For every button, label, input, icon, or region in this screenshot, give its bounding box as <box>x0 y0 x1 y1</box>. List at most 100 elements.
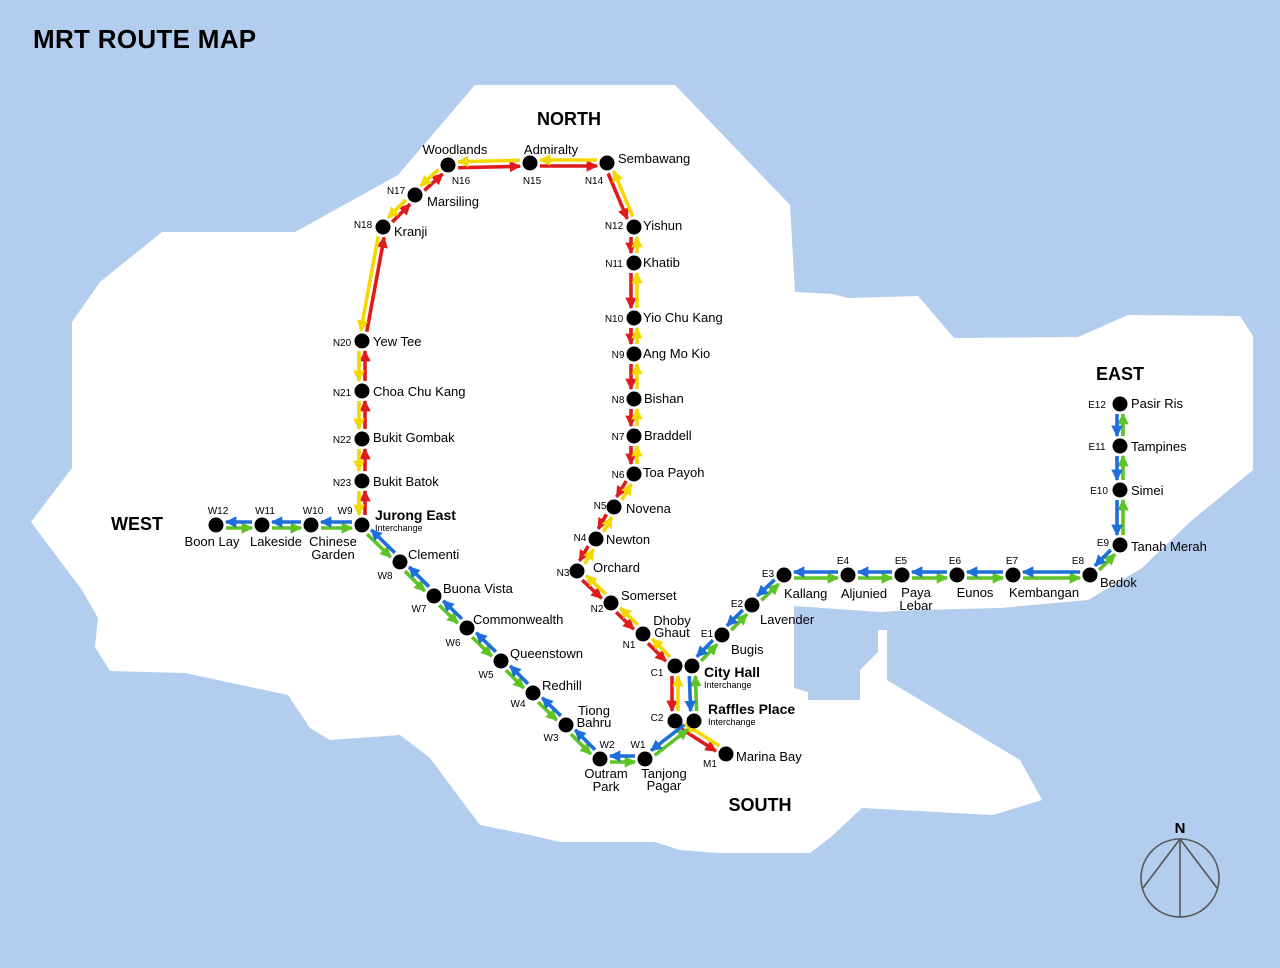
station-dot-e4[interactable] <box>840 567 856 583</box>
station-code-w2: W2 <box>600 740 615 751</box>
station-dot-e9[interactable] <box>1112 537 1128 553</box>
route-segment <box>541 696 563 718</box>
route-segment <box>760 582 780 602</box>
station-dot-n5[interactable] <box>606 499 622 515</box>
station-code-c2: C2 <box>651 713 664 724</box>
route-segment <box>684 676 697 713</box>
station-dot-n14[interactable] <box>599 155 615 171</box>
region-south: SOUTH <box>729 795 792 815</box>
station-dot-m1[interactable] <box>718 746 734 762</box>
station-dot-n10[interactable] <box>626 310 642 326</box>
station-code-n11: N11 <box>605 259 623 270</box>
station-dot-e5[interactable] <box>894 567 910 583</box>
station-dot-n6[interactable] <box>626 466 642 482</box>
station-dot-n15[interactable] <box>522 155 538 171</box>
route-segment <box>1093 548 1113 568</box>
station-note-c2: Interchange <box>708 717 756 727</box>
station-dot-e11[interactable] <box>1112 438 1128 454</box>
station-name-n15: Admiralty <box>524 142 579 157</box>
station-name-n20: Yew Tee <box>373 334 421 349</box>
station-dot-c2b[interactable] <box>686 713 702 729</box>
route-segment <box>536 700 558 722</box>
station-dot-e3[interactable] <box>776 567 792 583</box>
station-code-w6: W6 <box>446 638 461 649</box>
station-name-n12: Yishun <box>643 218 682 233</box>
station-dot-e6[interactable] <box>949 567 965 583</box>
route-segment <box>725 608 745 628</box>
station-dot-e12[interactable] <box>1112 396 1128 412</box>
station-dot-e1[interactable] <box>714 627 730 643</box>
route-segment <box>646 641 668 663</box>
station-name-e3: Kallang <box>784 586 827 601</box>
station-dot-n3[interactable] <box>569 563 585 579</box>
station-dot-w5[interactable] <box>493 653 509 669</box>
station-dot-n23[interactable] <box>354 473 370 489</box>
route-segment <box>1097 552 1117 572</box>
station-dot-c2a[interactable] <box>667 713 683 729</box>
route-segment <box>580 578 603 600</box>
station-dot-n21[interactable] <box>354 383 370 399</box>
station-code-n6: N6 <box>612 470 625 481</box>
station-name-e4: Aljunied <box>841 586 887 601</box>
station-code-n8: N8 <box>612 395 625 406</box>
station-dot-e2[interactable] <box>744 597 760 613</box>
station-name-e11: Tampines <box>1131 439 1187 454</box>
route-lines <box>224 154 1129 768</box>
station-code-e2: E2 <box>731 599 744 610</box>
station-name-e1: Bugis <box>731 642 764 657</box>
station-dot-n22[interactable] <box>354 431 370 447</box>
station-name-n7: Braddell <box>644 428 692 443</box>
station-dot-n2[interactable] <box>603 595 619 611</box>
station-dot-n12[interactable] <box>626 219 642 235</box>
station-dot-w11[interactable] <box>254 517 270 533</box>
station-note-w9: Interchange <box>375 523 423 533</box>
island-landmass <box>31 85 1253 853</box>
route-segment <box>606 172 630 221</box>
station-dot-n1[interactable] <box>635 626 651 642</box>
station-dot-c1a[interactable] <box>667 658 683 674</box>
station-code-e12: E12 <box>1088 400 1106 411</box>
route-segment <box>585 574 608 596</box>
station-name-n18: Kranji <box>394 224 427 239</box>
station-code-w3: W3 <box>544 733 559 744</box>
route-segment <box>508 664 530 686</box>
station-name-w6: Commonwealth <box>473 612 563 627</box>
station-dot-e7[interactable] <box>1005 567 1021 583</box>
station-code-e10: E10 <box>1090 486 1108 497</box>
station-dot-w8[interactable] <box>392 554 408 570</box>
station-dot-n7[interactable] <box>626 428 642 444</box>
station-code-w12: W12 <box>208 506 229 517</box>
region-west: WEST <box>111 514 163 534</box>
station-name-e9: Tanah Merah <box>1131 539 1207 554</box>
station-code-e6: E6 <box>949 556 962 567</box>
station-dot-e10[interactable] <box>1112 482 1128 498</box>
station-name-m1: Marina Bay <box>736 749 802 764</box>
station-dot-w10[interactable] <box>303 517 319 533</box>
route-segment <box>370 528 397 555</box>
station-dot-n4[interactable] <box>588 531 604 547</box>
station-dot-w6[interactable] <box>459 620 475 636</box>
station-dot-n17[interactable] <box>407 187 423 203</box>
station-dot-w1[interactable] <box>637 751 653 767</box>
station-dot-e8[interactable] <box>1082 567 1098 583</box>
station-dot-n16[interactable] <box>440 157 456 173</box>
station-dot-w4[interactable] <box>525 685 541 701</box>
station-dot-w9[interactable] <box>354 517 370 533</box>
station-dot-n8[interactable] <box>626 391 642 407</box>
station-dot-n11[interactable] <box>626 255 642 271</box>
route-segment <box>386 198 408 220</box>
station-code-n5: N5 <box>594 501 607 512</box>
station-dot-w12[interactable] <box>208 517 224 533</box>
station-name-w11: Lakeside <box>250 534 302 549</box>
station-dot-n9[interactable] <box>626 346 642 362</box>
station-dot-c1b[interactable] <box>684 658 700 674</box>
station-code-n2: N2 <box>591 604 604 615</box>
station-name-w12: Boon Lay <box>185 534 240 549</box>
station-dot-w7[interactable] <box>426 588 442 604</box>
station-code-n21: N21 <box>333 388 352 399</box>
station-dot-w2[interactable] <box>592 751 608 767</box>
station-dot-w3[interactable] <box>558 717 574 733</box>
station-dot-n20[interactable] <box>354 333 370 349</box>
station-dot-n18[interactable] <box>375 219 391 235</box>
